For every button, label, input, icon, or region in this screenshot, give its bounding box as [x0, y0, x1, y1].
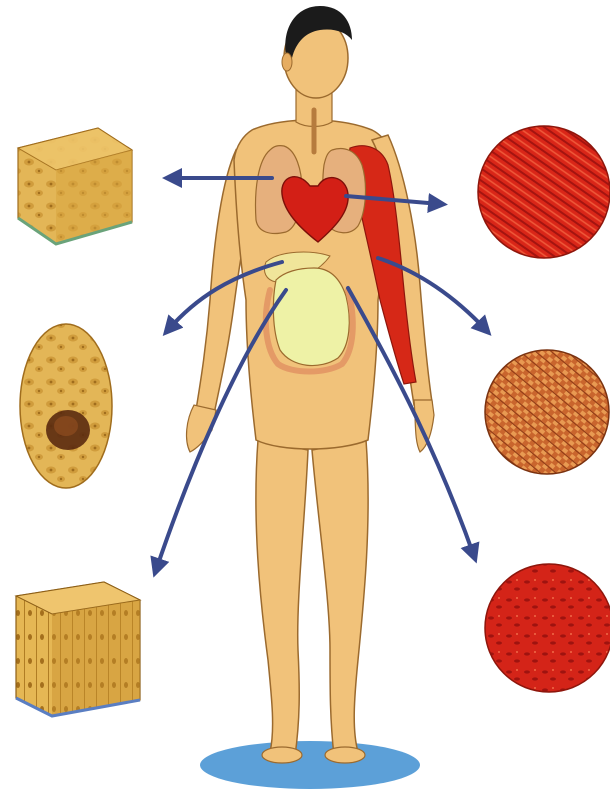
cuboidal-cell-icon — [20, 324, 112, 488]
skeletal-muscle-tissue-icon — [478, 126, 610, 258]
left-leg — [256, 440, 308, 756]
ear — [282, 53, 292, 71]
columnar-epithelium-icon — [16, 582, 140, 716]
squamous-epithelium-icon — [18, 128, 132, 244]
floor-shadow — [200, 741, 420, 789]
right-leg — [312, 440, 368, 756]
right-foot — [325, 747, 365, 763]
left-foot — [262, 747, 302, 763]
digestive-tract-icon — [273, 268, 349, 366]
right-hand — [414, 400, 434, 452]
cardiac-muscle-tissue-icon — [485, 350, 609, 474]
human-figure — [187, 6, 434, 763]
smooth-muscle-tissue-icon — [485, 564, 610, 692]
